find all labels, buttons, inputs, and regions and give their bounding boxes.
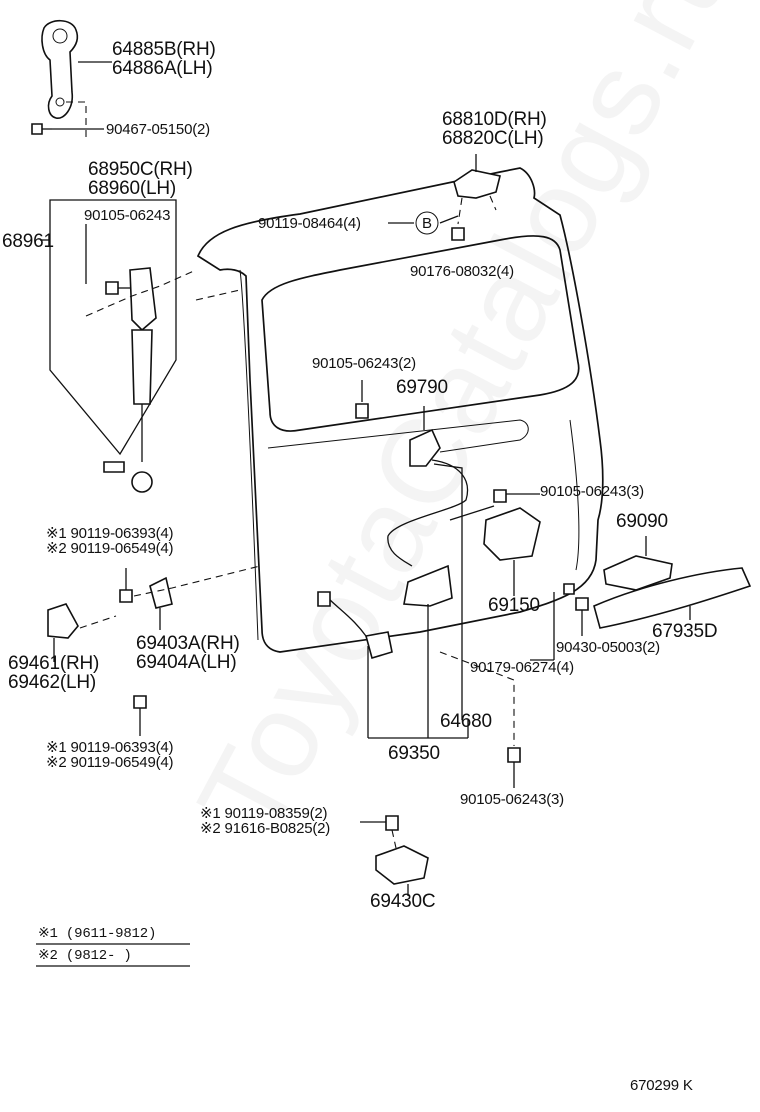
part-label-90105-a: 90105-06243 <box>84 207 171 224</box>
ref-b-label: B <box>422 215 432 232</box>
part-label-69790: 69790 <box>396 377 448 398</box>
illustration-code: 670299 K <box>630 1077 693 1094</box>
back-door-outline <box>196 167 604 653</box>
part-label-90467: 90467-05150(2) <box>106 121 210 138</box>
stay-bracket-part <box>129 267 157 332</box>
back-door-garnish <box>593 567 752 629</box>
part-label-69350: 69350 <box>388 743 440 764</box>
back-door-inner-line <box>239 269 259 641</box>
part-label-64680: 64680 <box>440 711 492 732</box>
part-label-90105-b: 90105-06243(2) <box>312 355 416 372</box>
bolt-90467 <box>31 123 43 135</box>
part-label-68950: 68950C(RH)68960(LH) <box>88 159 193 199</box>
part-label-90430: 90430-05003(2) <box>556 639 660 656</box>
part-label-69430: 69430C <box>370 891 436 912</box>
door-striker-part <box>375 845 429 885</box>
note-1: ※1 (9611-9812) <box>38 926 157 942</box>
part-label-90119-c: ※1 90119-06393(4)※2 90119-06549(4) <box>46 739 174 771</box>
door-hinge-lower-part <box>149 576 173 609</box>
part-label-90176: 90176-08032(4) <box>410 263 514 280</box>
part-label-90105-d: 90105-06243(3) <box>460 791 564 808</box>
back-window-opening <box>261 235 580 432</box>
hinge-arm-part <box>41 19 79 119</box>
damper-stay-part <box>131 329 153 405</box>
door-lock-actuator <box>483 507 541 561</box>
part-label-90179: 90179-06274(4) <box>470 659 574 676</box>
part-label-68810: 68810D(RH)68820C(LH) <box>442 109 547 149</box>
part-label-90119-b: ※1 90119-06393(4)※2 90119-06549(4) <box>46 525 174 557</box>
part-label-69461: 69461(RH)69462(LH) <box>8 653 100 693</box>
lock-control-part <box>409 428 441 467</box>
part-label-64885: 64885B(RH)64886A(LH) <box>112 39 216 79</box>
note-2: ※2 (9812- ) <box>38 948 132 964</box>
door-panel-line <box>267 419 529 453</box>
door-panel-line-2 <box>569 419 580 571</box>
back-door-outside-handle <box>603 555 673 591</box>
part-label-67935: 67935D <box>652 621 718 642</box>
lock-switch-wire <box>327 597 371 643</box>
door-lock-assembly <box>403 564 453 607</box>
part-label-68961: 68961 <box>2 231 54 252</box>
part-label-90119-a: 90119-08464(4) <box>258 215 361 232</box>
damper-stay-group-box <box>49 199 177 456</box>
part-label-90105-c: 90105-06243(3) <box>540 483 644 500</box>
part-label-69150: 69150 <box>488 595 540 616</box>
lock-cable <box>387 459 469 567</box>
door-hinge-body-part <box>47 603 79 639</box>
ref-b-circle <box>415 211 439 235</box>
part-label-69403: 69403A(RH)69404A(LH) <box>136 633 240 673</box>
door-hinge-part <box>453 169 501 199</box>
part-label-69090: 69090 <box>616 511 668 532</box>
part-label-90119-d: ※1 90119-08359(2)※2 91616-B0825(2) <box>200 805 331 837</box>
